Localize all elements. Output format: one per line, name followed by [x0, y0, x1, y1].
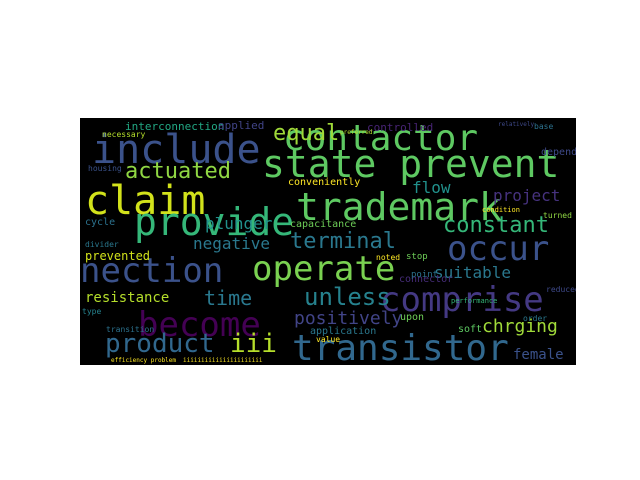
cloud-word: condition	[482, 206, 520, 214]
cloud-word: order	[523, 314, 548, 323]
cloud-word: application	[310, 326, 377, 337]
cloud-word: suitable	[434, 263, 512, 282]
cloud-word: chrging	[482, 316, 558, 337]
cloud-word: state prevent	[262, 142, 560, 186]
cloud-word: plunger	[205, 214, 273, 233]
cloud-word: comprise	[380, 280, 544, 320]
cloud-word: preferred	[340, 129, 373, 136]
cloud-word: turned	[543, 211, 572, 220]
cloud-word: conveniently	[288, 177, 361, 188]
cloud-word: depend	[541, 147, 576, 158]
cloud-word: equal	[273, 121, 340, 146]
cloud-word: become	[138, 305, 261, 345]
cloud-word: relatively	[498, 121, 535, 128]
cloud-word: trademark	[296, 185, 502, 229]
cloud-word: cycle	[85, 217, 116, 228]
cloud-word: occur	[447, 229, 550, 269]
cloud-word: transition	[106, 325, 155, 334]
cloud-word: capacitance	[290, 219, 357, 230]
cloud-word: interconnection	[125, 120, 225, 133]
cloud-word: applied	[218, 119, 265, 132]
cloud-word: resistance	[85, 290, 170, 306]
cloud-word: positively	[294, 308, 403, 329]
cloud-word: iii	[230, 329, 277, 359]
cloud-word: soft	[458, 324, 483, 335]
cloud-word: project	[493, 186, 561, 205]
cloud-word: product	[105, 329, 215, 359]
cloud-word: provide	[134, 200, 295, 244]
cloud-word: nection	[80, 251, 224, 291]
cloud-word: noted	[376, 253, 401, 262]
cloud-word: housing	[88, 164, 122, 173]
cloud-word: flow	[412, 178, 451, 197]
cloud-word: point	[411, 270, 439, 280]
cloud-word: base	[534, 122, 554, 131]
cloud-word: type	[82, 307, 102, 316]
cloud-word: value	[316, 335, 341, 344]
cloud-word: efficiency problem	[111, 357, 177, 364]
cloud-word: unless	[304, 283, 391, 311]
cloud-word: female	[513, 347, 564, 363]
cloud-word: necessary	[102, 130, 146, 139]
cloud-word: claim	[85, 178, 206, 224]
cloud-word: connector	[399, 274, 454, 285]
cloud-word: actuated	[125, 159, 231, 184]
cloud-word: time	[204, 286, 253, 310]
cloud-word: terminal	[290, 229, 396, 254]
cloud-word: negative	[193, 234, 271, 253]
cloud-word: divider	[85, 240, 119, 249]
cloud-word: prevented	[85, 249, 151, 263]
cloud-word: controlled	[367, 121, 434, 134]
cloud-word: stop	[406, 252, 428, 262]
cloud-word: upon	[400, 312, 425, 323]
cloud-word: transistor	[292, 328, 509, 366]
cloud-word: reduced	[546, 285, 576, 294]
cloud-word: include	[92, 127, 261, 173]
cloud-word: operate	[252, 249, 396, 289]
cloud-word: iiiiiiiiiiiiiiiiiiiiii	[183, 357, 263, 364]
cloud-word: constant	[443, 213, 549, 238]
cloud-word: contactor	[283, 118, 479, 159]
cloud-word: performance	[451, 297, 498, 305]
